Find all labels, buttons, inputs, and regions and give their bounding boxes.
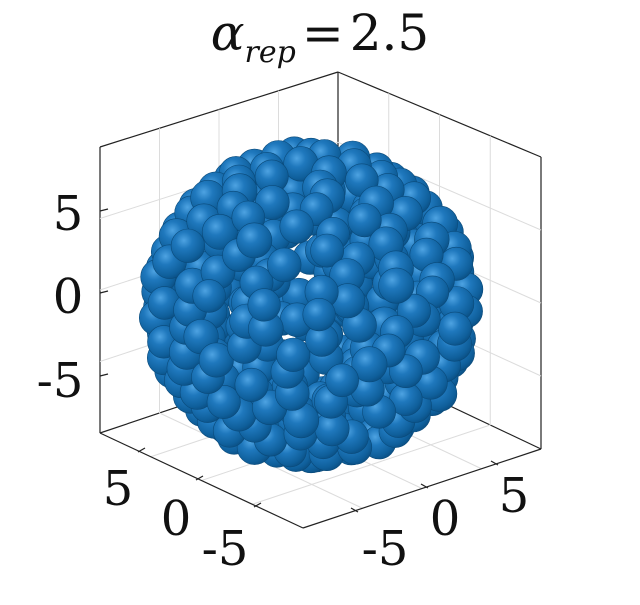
title-value: 2.5 bbox=[349, 4, 430, 62]
particle bbox=[198, 342, 234, 378]
y-tick-mark bbox=[350, 507, 359, 513]
z-tick-label: 0 bbox=[53, 269, 84, 325]
particle bbox=[438, 311, 472, 346]
x-tick-mark bbox=[253, 502, 262, 508]
axis-edge bbox=[99, 432, 304, 529]
particle bbox=[170, 228, 205, 263]
particle bbox=[279, 209, 314, 244]
title-subscript: rep bbox=[244, 35, 296, 70]
y-tick-label: 0 bbox=[430, 491, 461, 547]
y-tick-label: -5 bbox=[362, 521, 409, 577]
particle bbox=[236, 222, 273, 259]
title-symbol: α bbox=[210, 4, 245, 62]
z-tick-mark bbox=[99, 208, 109, 212]
z-tick-mark bbox=[99, 373, 109, 377]
particle bbox=[206, 384, 241, 419]
x-tick-mark bbox=[137, 447, 146, 453]
particle bbox=[247, 288, 281, 322]
z-tick-label: 5 bbox=[53, 186, 84, 242]
particle bbox=[276, 337, 311, 372]
axis-edge bbox=[302, 448, 542, 529]
particle bbox=[378, 267, 415, 304]
y-tick-mark bbox=[490, 460, 499, 466]
particle bbox=[325, 363, 359, 398]
z-tick-label: -5 bbox=[37, 353, 84, 409]
y-tick-mark bbox=[420, 483, 429, 489]
particle bbox=[302, 298, 336, 332]
x-tick-mark bbox=[195, 475, 204, 481]
x-tick-label: -5 bbox=[202, 521, 249, 577]
particle bbox=[267, 247, 302, 283]
z-tick-mark bbox=[99, 290, 109, 294]
particle-cluster bbox=[139, 136, 484, 474]
axes-box-front bbox=[99, 432, 542, 529]
x-tick-label: 0 bbox=[161, 491, 192, 547]
particle bbox=[192, 279, 226, 313]
grid-line bbox=[252, 424, 491, 505]
particle bbox=[310, 233, 345, 268]
particle bbox=[201, 213, 238, 250]
title-equals: = bbox=[301, 4, 344, 62]
y-tick-label: 5 bbox=[499, 468, 530, 524]
x-tick-label: 5 bbox=[103, 461, 134, 517]
particle bbox=[234, 367, 269, 402]
chart-title: αrep=2.5 bbox=[0, 4, 640, 70]
particle bbox=[351, 346, 388, 383]
particle bbox=[347, 203, 382, 238]
